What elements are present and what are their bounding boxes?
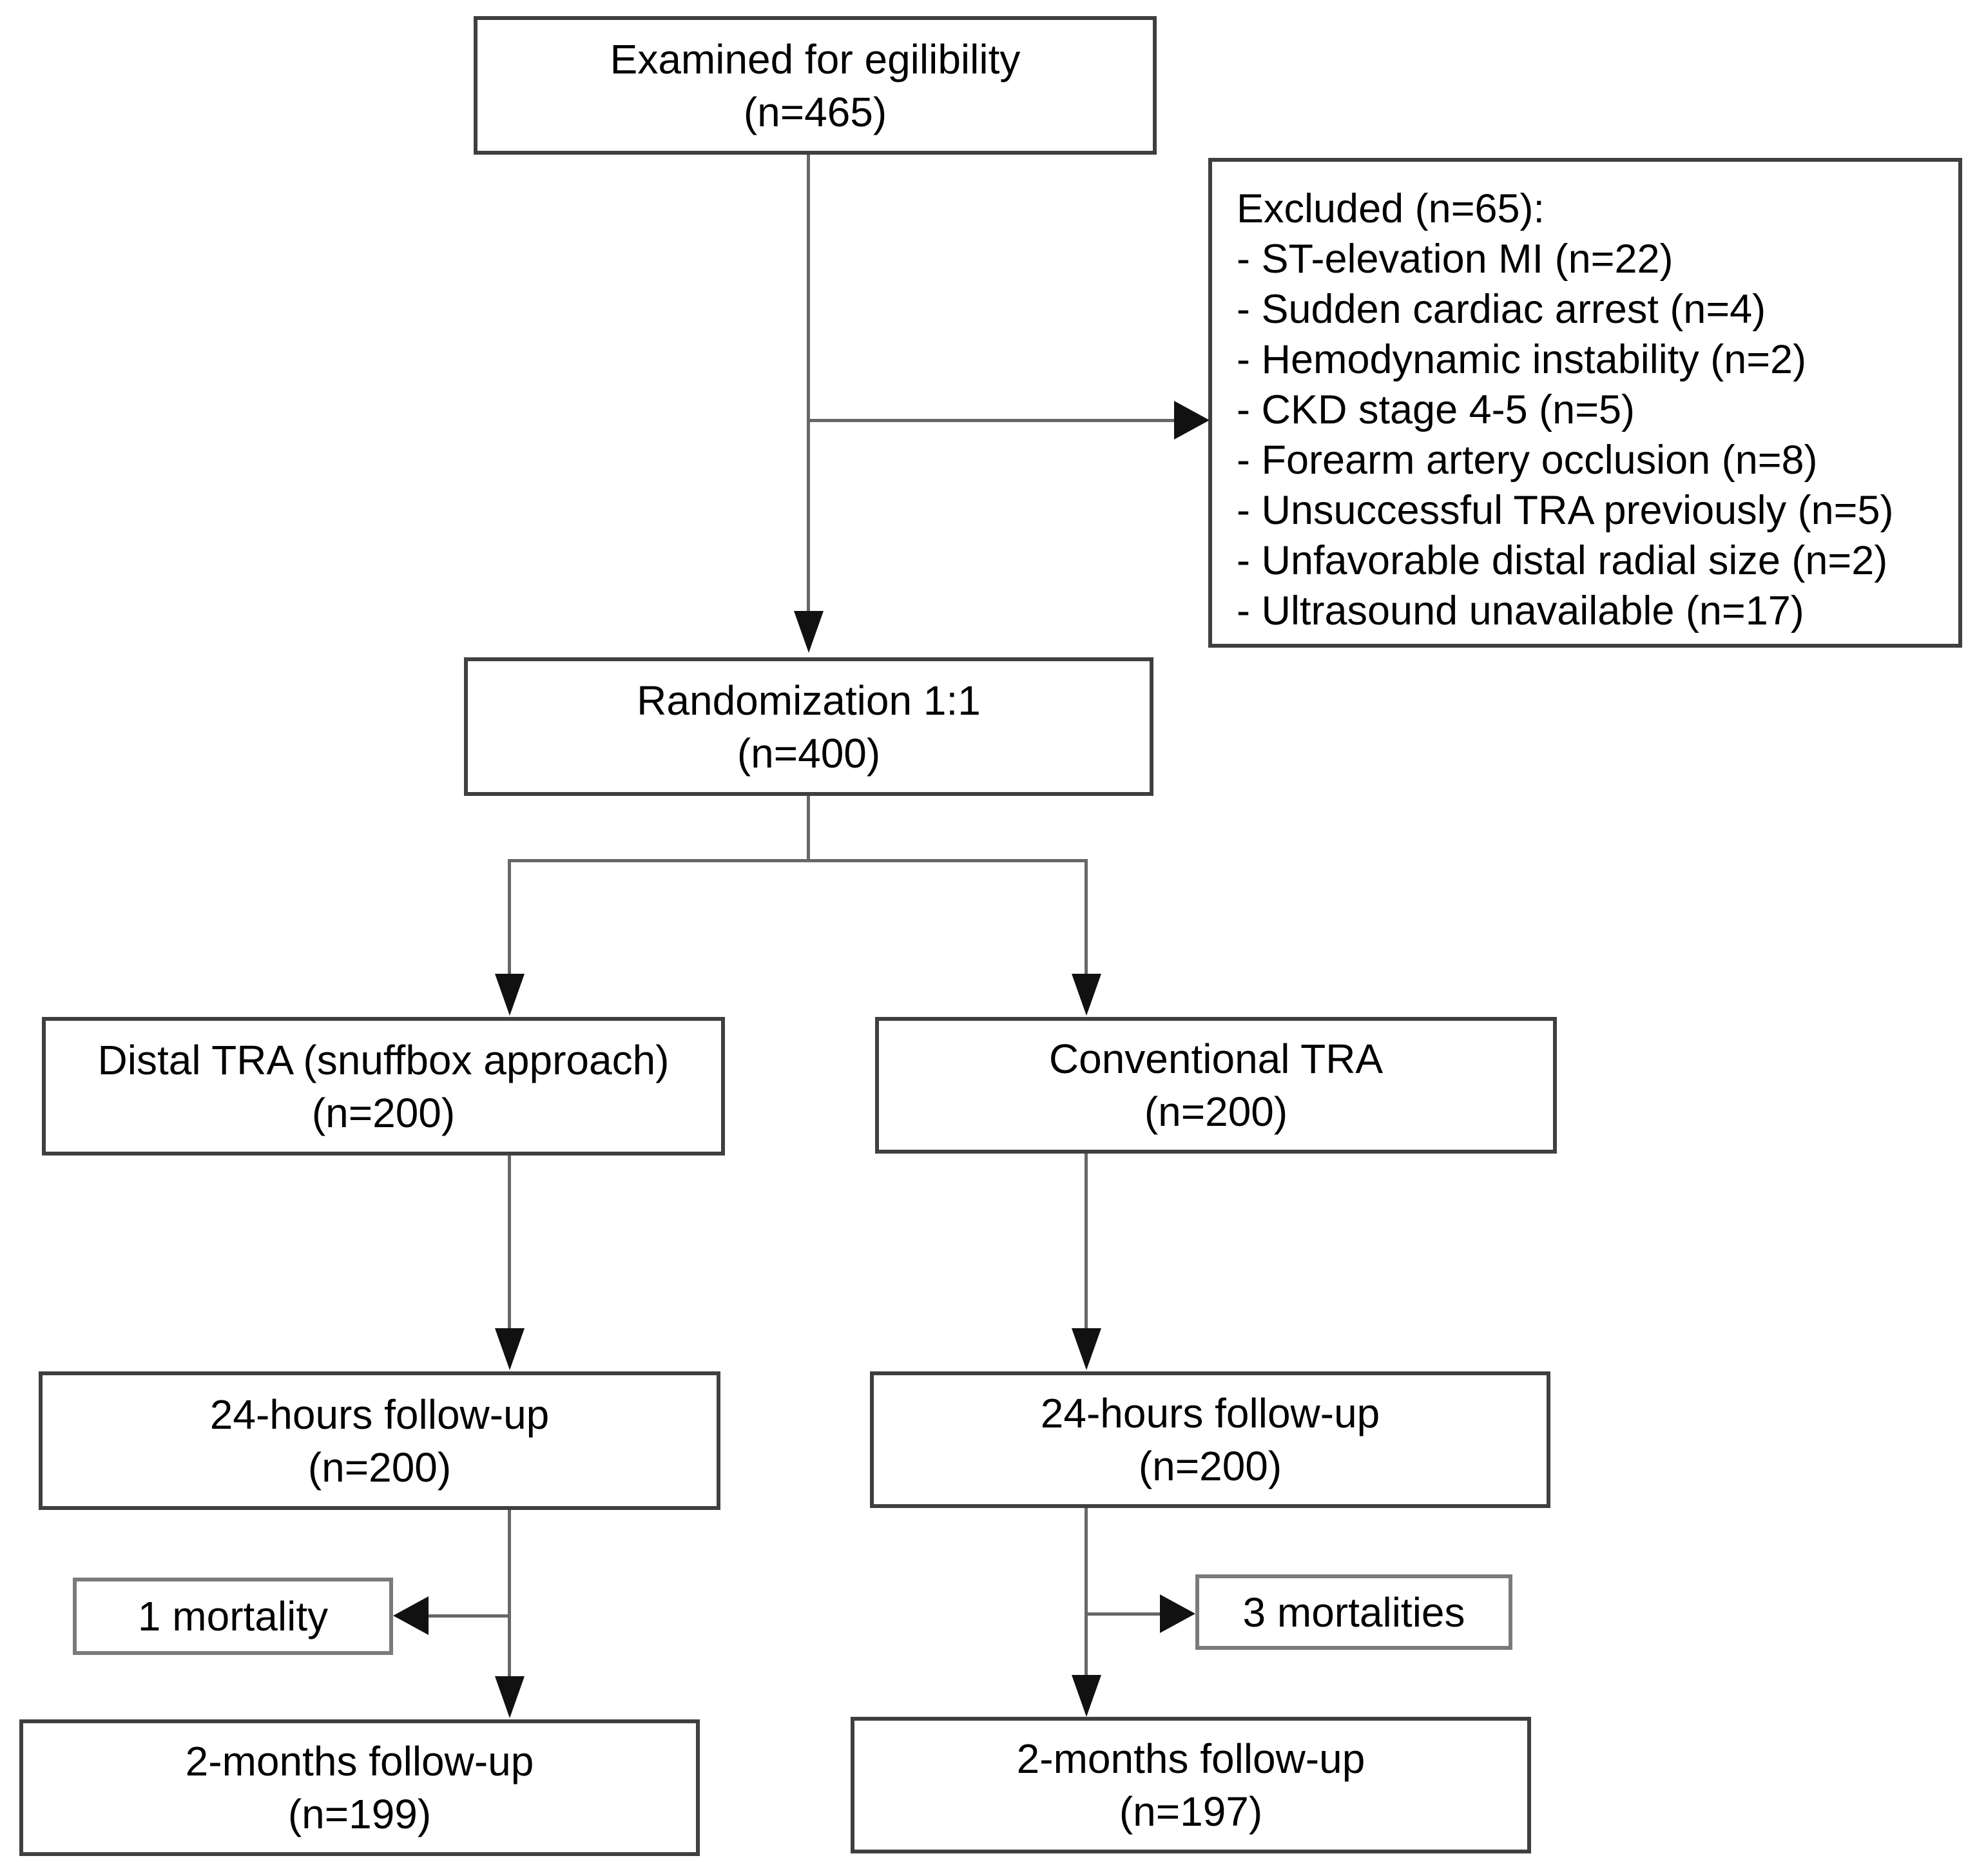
excluded-item-text: Forearm artery occlusion (n=8) xyxy=(1261,438,1818,483)
excluded-item-text: ST-elevation MI (n=22) xyxy=(1261,237,1673,282)
excluded-item-bullet: - xyxy=(1237,337,1262,382)
excluded-item-text: Unsuccessful TRA previously (n=5) xyxy=(1261,488,1894,533)
node-24h-followup-left-line2: (n=200) xyxy=(307,1444,452,1491)
node-randomization-line2: (n=400) xyxy=(737,730,881,777)
connector-split-to-distal xyxy=(508,859,511,975)
node-examined-line2: (n=465) xyxy=(743,88,887,135)
node-24h-followup-left-line1: 24-hours follow-up xyxy=(209,1391,550,1438)
node-examined-line1: Examined for egilibility xyxy=(610,35,1021,82)
connector-24h-to-2months-left xyxy=(508,1510,511,1678)
node-examined-for-eligibility: Examined for egilibility (n=465) xyxy=(474,16,1157,155)
node-24h-followup-right: 24-hours follow-up (n=200) xyxy=(870,1371,1550,1508)
node-excluded: Excluded (n=65): - ST-elevation MI (n=22… xyxy=(1208,158,1962,648)
excluded-item-bullet: - xyxy=(1237,538,1262,583)
arrowhead-right-excluded xyxy=(1174,401,1210,440)
excluded-item-text: CKD stage 4-5 (n=5) xyxy=(1261,387,1635,432)
excluded-item: - Hemodynamic instability (n=2) xyxy=(1237,334,1948,385)
excluded-item-bullet: - xyxy=(1237,237,1262,282)
arrowhead-left-mortality xyxy=(393,1596,429,1635)
connector-split-to-conventional xyxy=(1085,859,1088,975)
node-distal-tra-line2: (n=200) xyxy=(311,1089,456,1136)
arrowhead-down-24h-left xyxy=(495,1328,525,1370)
arrowhead-down-randomization xyxy=(794,611,824,653)
arrowhead-down-distal xyxy=(495,974,525,1016)
node-24h-followup-right-line2: (n=200) xyxy=(1138,1443,1282,1489)
connector-to-mortality-left xyxy=(429,1614,509,1618)
excluded-item: - Unsuccessful TRA previously (n=5) xyxy=(1237,485,1948,536)
node-2months-followup-right: 2-months follow-up (n=197) xyxy=(851,1717,1531,1853)
node-conventional-tra: Conventional TRA (n=200) xyxy=(875,1017,1557,1154)
node-24h-followup-left: 24-hours follow-up (n=200) xyxy=(39,1371,720,1510)
node-randomization-line1: Randomization 1:1 xyxy=(637,677,981,724)
connector-randomization-to-split xyxy=(807,796,810,860)
excluded-item-bullet: - xyxy=(1237,488,1262,533)
node-mortality-left: 1 mortality xyxy=(73,1578,393,1655)
node-mortality-right: 3 mortalities xyxy=(1195,1574,1512,1650)
node-2months-followup-left-line1: 2-months follow-up xyxy=(185,1738,534,1784)
node-mortality-right-label: 3 mortalities xyxy=(1242,1589,1465,1636)
node-randomization: Randomization 1:1 (n=400) xyxy=(464,657,1153,796)
arrowhead-down-24h-right xyxy=(1072,1328,1101,1370)
excluded-item: - CKD stage 4-5 (n=5) xyxy=(1237,385,1948,435)
excluded-item-text: Hemodynamic instability (n=2) xyxy=(1261,337,1807,382)
node-2months-followup-left-line2: (n=199) xyxy=(287,1791,432,1837)
excluded-item-bullet: - xyxy=(1237,387,1262,432)
connector-examined-to-randomization xyxy=(807,155,810,612)
arrowhead-down-2months-right xyxy=(1072,1675,1101,1717)
node-2months-followup-right-line1: 2-months follow-up xyxy=(1016,1736,1365,1782)
excluded-item-bullet: - xyxy=(1237,438,1262,483)
arrowhead-right-mortality xyxy=(1160,1594,1195,1633)
excluded-header: Excluded (n=65): xyxy=(1237,186,1545,231)
excluded-item: - Forearm artery occlusion (n=8) xyxy=(1237,435,1948,485)
node-conventional-tra-line2: (n=200) xyxy=(1144,1088,1288,1135)
excluded-item: - Sudden cardiac arrest (n=4) xyxy=(1237,284,1948,334)
excluded-item-bullet: - xyxy=(1237,588,1262,633)
node-2months-followup-right-line2: (n=197) xyxy=(1119,1788,1263,1835)
connector-split-horizontal xyxy=(508,859,1088,862)
node-distal-tra-line1: Distal TRA (snuffbox approach) xyxy=(97,1036,670,1083)
node-24h-followup-right-line1: 24-hours follow-up xyxy=(1040,1390,1380,1436)
connector-distal-to-24h xyxy=(508,1156,511,1330)
excluded-item-text: Ultrasound unavailable (n=17) xyxy=(1261,588,1804,633)
connector-to-mortality-right xyxy=(1088,1612,1160,1616)
node-conventional-tra-line1: Conventional TRA xyxy=(1048,1036,1384,1082)
arrowhead-down-2months-left xyxy=(495,1676,525,1718)
excluded-item-text: Sudden cardiac arrest (n=4) xyxy=(1261,287,1766,332)
excluded-item-text: Unfavorable distal radial size (n=2) xyxy=(1261,538,1888,583)
arrowhead-down-conventional xyxy=(1072,974,1101,1016)
excluded-item: - Unfavorable distal radial size (n=2) xyxy=(1237,536,1948,586)
connector-24h-to-2months-right xyxy=(1085,1508,1088,1676)
excluded-item: - ST-elevation MI (n=22) xyxy=(1237,234,1948,284)
node-mortality-left-label: 1 mortality xyxy=(137,1593,329,1639)
connector-conventional-to-24h xyxy=(1085,1154,1088,1330)
excluded-item-bullet: - xyxy=(1237,287,1262,332)
excluded-item: - Ultrasound unavailable (n=17) xyxy=(1237,586,1948,636)
node-2months-followup-left: 2-months follow-up (n=199) xyxy=(19,1719,700,1856)
node-distal-tra: Distal TRA (snuffbox approach) (n=200) xyxy=(42,1017,725,1156)
connector-to-excluded xyxy=(807,419,1177,422)
